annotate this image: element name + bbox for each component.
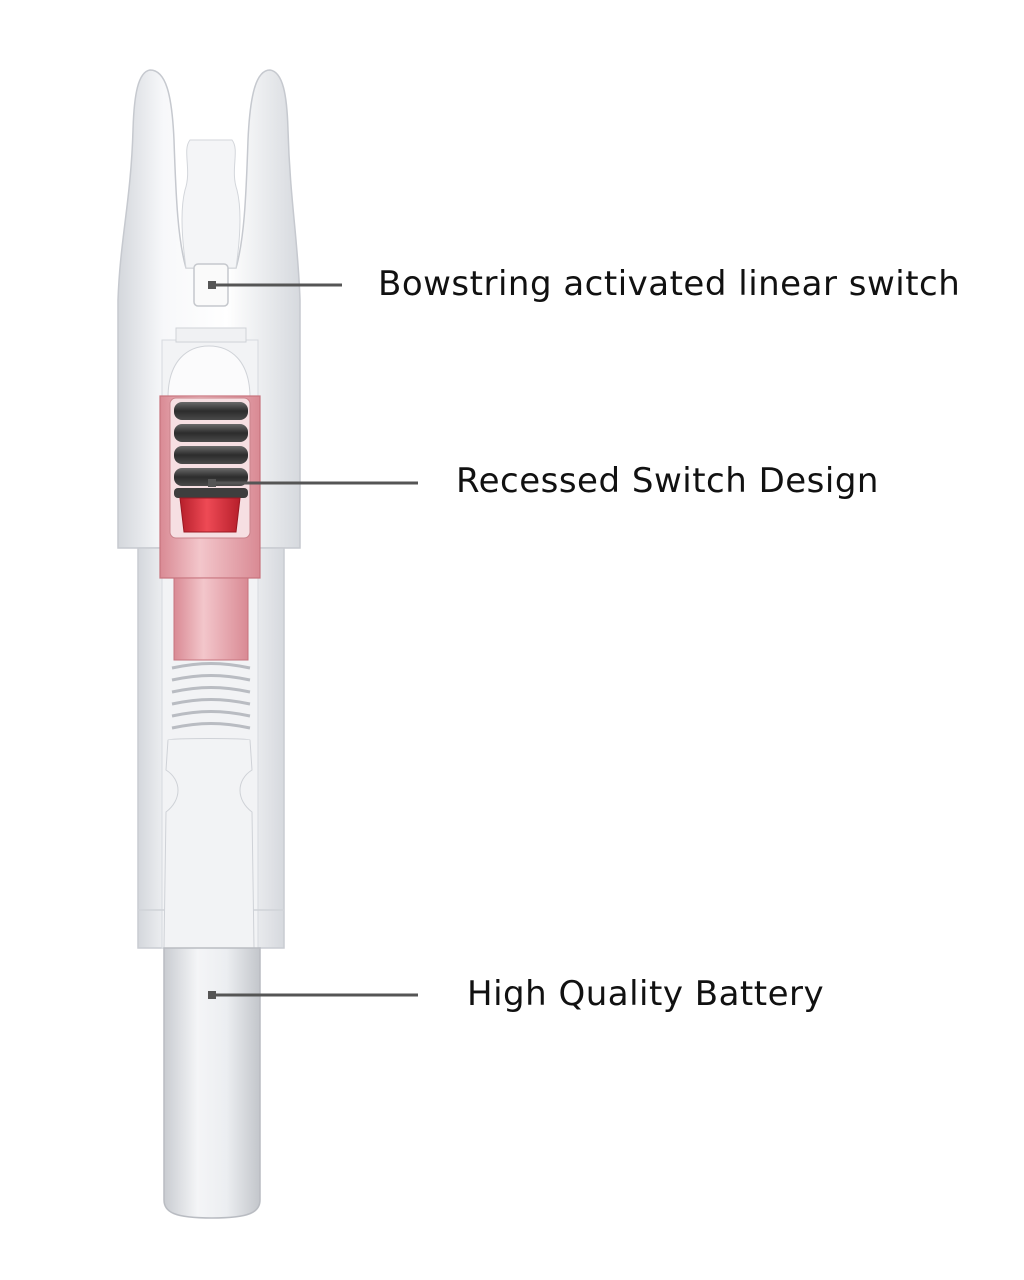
- battery-tube: [163, 947, 261, 1219]
- battery-contact: [163, 738, 255, 949]
- pink-sleeve: [173, 577, 249, 661]
- leader-battery-dot: [208, 991, 216, 999]
- switch-coil-stack: [174, 402, 248, 498]
- callout-battery-label: High Quality Battery: [467, 974, 825, 1014]
- callout-leaders: [208, 281, 418, 999]
- fork-groove: [181, 139, 241, 269]
- red-contact-cap: [179, 497, 241, 533]
- switch-dome: [167, 345, 251, 399]
- leader-recessed-dot: [208, 479, 216, 487]
- switch-collar: [175, 327, 247, 343]
- callout-switch-label: Bowstring activated linear switch: [378, 264, 961, 304]
- spring: [171, 662, 251, 730]
- callout-recessed-label: Recessed Switch Design: [456, 461, 879, 501]
- leader-switch-dot: [208, 281, 216, 289]
